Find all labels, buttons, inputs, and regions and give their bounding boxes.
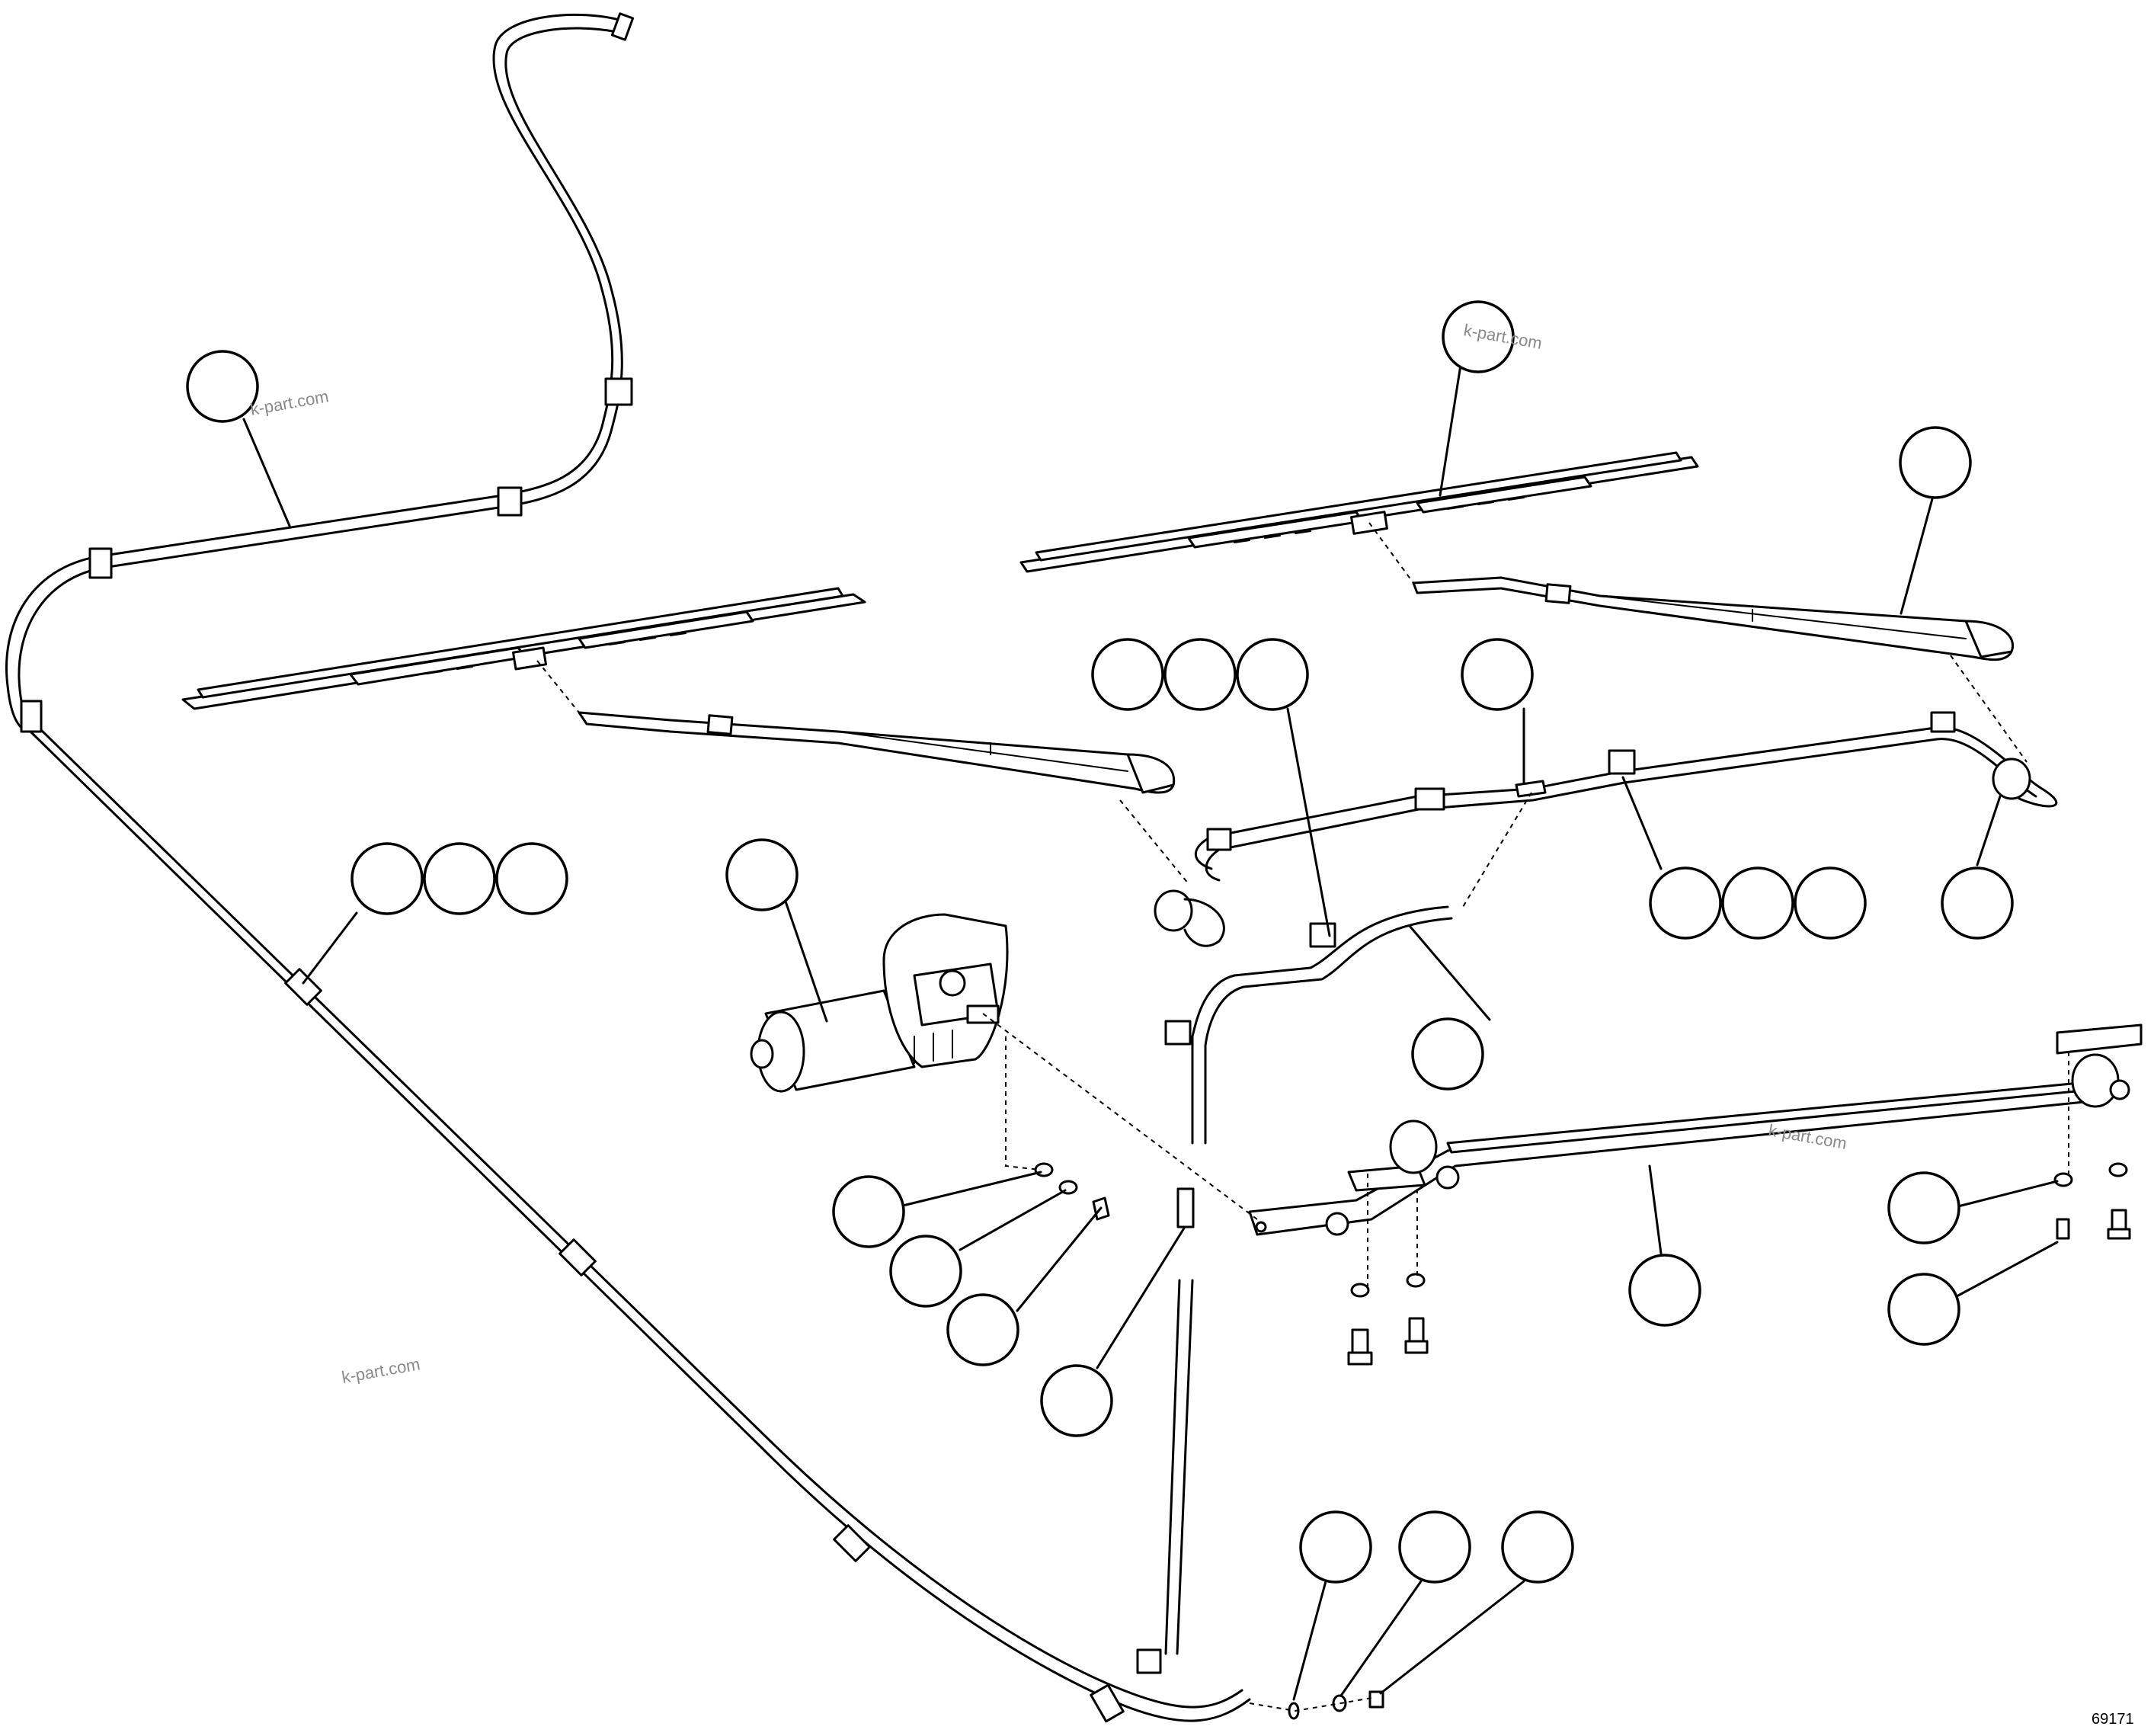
washer (2108, 1162, 2128, 1177)
washer (1350, 1283, 1370, 1298)
hose-clip (559, 1238, 597, 1276)
callout-c24 (1299, 1510, 1372, 1584)
hose-clip (1930, 711, 1956, 733)
callout-c18 (889, 1235, 962, 1308)
callout-c16 (1411, 1017, 1484, 1091)
washer (1406, 1273, 1426, 1288)
hose-connector (1176, 1187, 1195, 1228)
callout-c2 (1442, 300, 1515, 373)
callout-c4 (1091, 638, 1164, 711)
washer-nozzle-left (1154, 889, 1193, 932)
hose-clip (284, 968, 322, 1006)
callout-c15 (1941, 866, 2014, 940)
callout-c14 (1794, 866, 1867, 940)
washer-hose-short (1154, 711, 2058, 1145)
callout-c13 (1721, 866, 1794, 940)
bolt (2056, 1218, 2070, 1240)
hose-clip (497, 486, 523, 517)
callout-c17 (832, 1175, 905, 1248)
callout-c10 (495, 842, 568, 915)
callout-c20 (1040, 1364, 1113, 1437)
wiper-blade-right (1019, 451, 1699, 573)
connector (1368, 1690, 1384, 1709)
hose-clip (1309, 922, 1336, 948)
wiper-motor (750, 913, 1009, 1093)
hose-clip (1090, 1683, 1125, 1723)
washer-hose-long (5, 12, 1251, 1723)
figure-number: 69171 (2092, 1711, 2134, 1728)
washer (1034, 1162, 1054, 1177)
callouts (186, 300, 2014, 1584)
check-valve (1332, 1694, 1347, 1712)
hose-clip (1206, 828, 1232, 851)
wiper-blade-left (181, 587, 866, 710)
callout-c3 (1899, 426, 1972, 499)
hose-tee-connector (1515, 780, 1547, 798)
callout-c1 (186, 350, 259, 423)
bolt (1404, 1317, 1429, 1354)
bolt (1347, 1328, 1373, 1366)
callout-c9 (423, 842, 496, 915)
hose-clip (88, 547, 113, 579)
callout-c5 (1163, 638, 1237, 711)
wiper-arm-left (578, 711, 1176, 794)
callout-c11 (725, 838, 799, 911)
hose-clip (20, 700, 43, 733)
wiper-linkage (1248, 1023, 2143, 1236)
callout-c6 (1236, 638, 1309, 711)
leader-lines (242, 349, 2059, 1701)
callout-c7 (1461, 638, 1534, 711)
watermark: k-part.com (249, 386, 331, 419)
callout-c26 (1501, 1510, 1574, 1584)
callout-c23 (1887, 1273, 1960, 1346)
callout-c19 (946, 1293, 1019, 1366)
hose-clip (1414, 787, 1445, 811)
hose-clip (1608, 749, 1636, 775)
callout-c21 (1628, 1254, 1701, 1327)
callout-c8 (350, 842, 424, 915)
wiper-arm-right (1412, 576, 2014, 661)
hose-clip (833, 1524, 871, 1562)
washer-nozzle-right (1992, 757, 2031, 800)
watermark: k-part.com (341, 1354, 422, 1387)
washer (2053, 1172, 2073, 1187)
hose-clip (1136, 1648, 1162, 1674)
callout-c22 (1887, 1171, 1960, 1244)
assembly-lines (536, 522, 2069, 1712)
hardware (1034, 1162, 2131, 1720)
hose-clip (604, 377, 633, 406)
bolt (2107, 1209, 2131, 1240)
callout-c12 (1649, 866, 1722, 940)
callout-c25 (1398, 1510, 1471, 1584)
hose-clip (1164, 1020, 1192, 1046)
